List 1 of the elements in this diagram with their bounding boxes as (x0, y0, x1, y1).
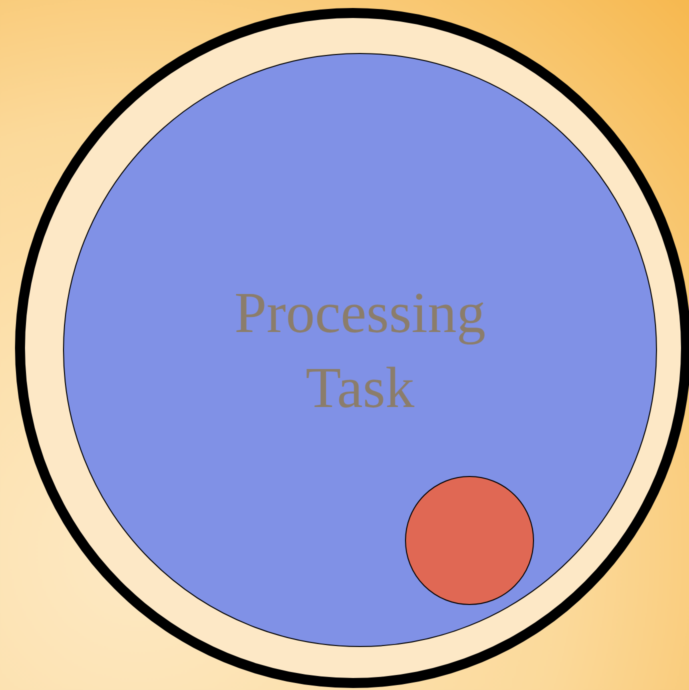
node-label: Processing Task (233, 278, 487, 422)
